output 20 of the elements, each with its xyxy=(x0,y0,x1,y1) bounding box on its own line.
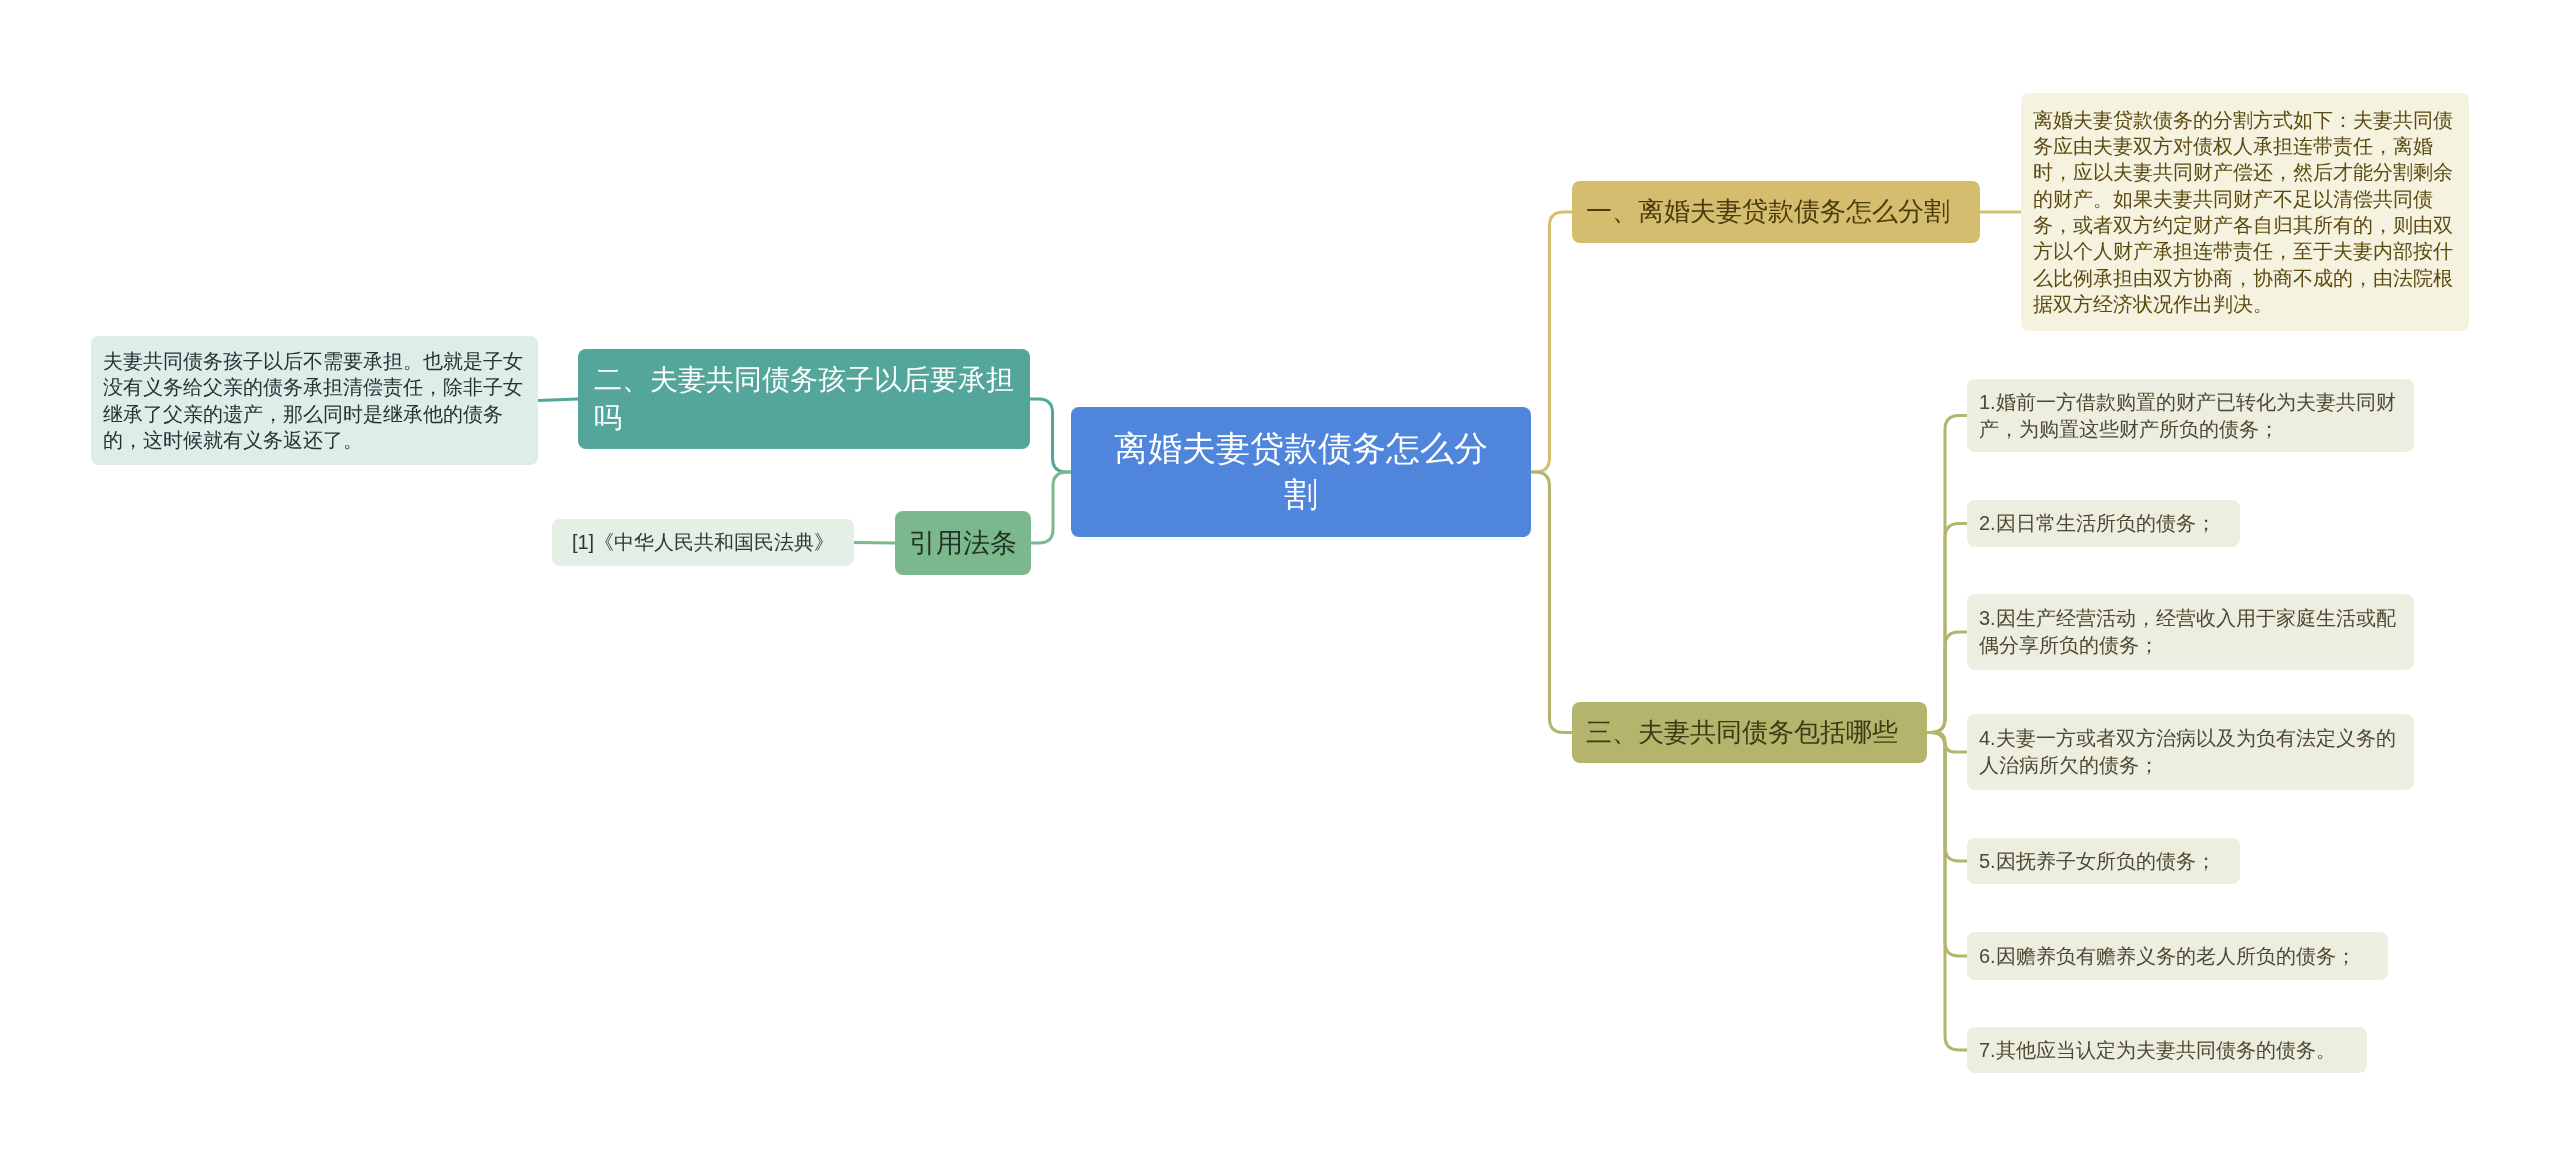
connector-line xyxy=(537,397,579,402)
topic-box: 引用法条 xyxy=(895,511,1031,575)
text-box: 4.夫妻一方或者双方治病以及为负有法定义务的人治病所欠的债务； xyxy=(1967,714,2414,790)
text-box: 夫妻共同债务孩子以后不需要承担。也就是子女没有义务给父亲的债务承担清偿责任，除非子女继承了父亲的遗产，那么同时是继承他的债务的，这时候就有义务返还了。 xyxy=(91,336,538,465)
central-topic-box: 离婚夫妻贷款债务怎么分割 xyxy=(1071,407,1531,537)
connector-line xyxy=(1031,470,1071,545)
text-box: 5.因抚养子女所负的债务； xyxy=(1967,838,2240,884)
topic-box: 二、夫妻共同债务孩子以后要承担吗 xyxy=(578,349,1030,449)
connector-line xyxy=(853,541,896,545)
text-box: [1]《中华人民共和国民法典》 xyxy=(552,519,854,566)
text-box: 6.因赡养负有赡养义务的老人所负的债务； xyxy=(1967,932,2388,980)
text-box: 7.其他应当认定为夫妻共同债务的债务。 xyxy=(1967,1027,2367,1073)
text-box: 离婚夫妻贷款债务的分割方式如下：夫妻共同债务应由夫妻双方对债权人承担连带责任，离婚时，应以夫妻共同财产偿还，然后才能分割剩余的财产。如果夫妻共同财产不足以清偿共同债务，或者双方约定财产各自归其所有的，则由双方以个人财产承担连带责任，至于夫妻内部按什么比例承担由双方协商，协商不成的，由法院根据双方经济状况作出判决。 xyxy=(2021,93,2469,331)
topic-box: 三、夫妻共同债务包括哪些 xyxy=(1572,702,1927,763)
text-box: 1.婚前一方借款购置的财产已转化为夫妻共同财产，为购置这些财产所负的债务； xyxy=(1967,379,2414,452)
topic-box: 一、离婚夫妻贷款债务怎么分割 xyxy=(1572,181,1980,243)
connector-line xyxy=(1531,470,1572,734)
text-box: 3.因生产经营活动，经营收入用于家庭生活或配偶分享所负的债务； xyxy=(1967,594,2414,670)
connector-line xyxy=(1980,210,2021,214)
text-box: 2.因日常生活所负的债务； xyxy=(1967,500,2240,547)
